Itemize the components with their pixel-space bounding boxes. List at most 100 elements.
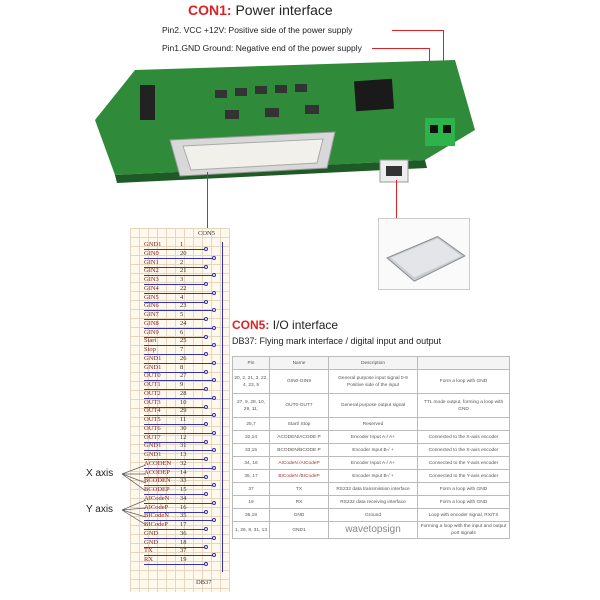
pin-contact	[204, 404, 208, 409]
pin-number: 24	[180, 319, 187, 327]
pin-number: 29	[180, 407, 187, 415]
pin-number: 15	[180, 486, 187, 493]
pin-number: 18	[180, 538, 187, 546]
pin-number: 27	[180, 372, 187, 380]
description-cell: Encoder Input B-/ +	[328, 469, 418, 483]
pin-contact	[212, 413, 216, 418]
pin-wire	[144, 467, 214, 469]
pin-number: 21	[180, 267, 187, 275]
name-cell: GIN0-GIN9	[269, 369, 329, 394]
pin2-label: Pin2. VCC +12V: Positive side of the pow…	[162, 25, 353, 35]
table-header: Pin	[232, 356, 270, 370]
pin-signal: OUT3	[144, 398, 161, 406]
pin-wire	[144, 310, 214, 312]
pin-contact	[204, 317, 208, 321]
name-cell: RX	[269, 495, 329, 509]
pin-number: 17	[180, 521, 187, 528]
pin-number: 11	[180, 416, 187, 423]
pin-wire	[144, 424, 206, 425]
pin-contact	[204, 387, 208, 391]
name-cell: OUT0-OUT7	[269, 393, 329, 418]
pin-cell: 33,15	[232, 443, 270, 457]
pin-number: 28	[180, 389, 187, 397]
pin-number: 4	[180, 293, 184, 301]
pin-number: 25	[180, 337, 187, 345]
note-cell: Loop with encoder signal, RX/TX	[417, 508, 510, 522]
pin-contact	[204, 544, 208, 549]
pin-signal: GIN2	[144, 267, 159, 275]
con1-title: CON1: Power interface	[188, 2, 333, 18]
pin-contact	[212, 325, 216, 330]
pin-signal: Start	[144, 337, 157, 345]
pin-number: 20	[180, 249, 187, 257]
pin1-label: Pin1.GND Ground: Negative end of the pow…	[162, 43, 362, 53]
schematic-pin-row: Start 25	[144, 337, 228, 348]
note-cell: Connected to the Y-axis encoder	[417, 456, 510, 470]
pin-signal: OUT7	[144, 433, 161, 441]
pin-number: 34	[180, 494, 187, 502]
pin-number: 19	[180, 556, 187, 563]
x-axis-label: X axis	[86, 468, 114, 479]
pin-number: 3	[180, 276, 184, 283]
pin-signal: GIN0	[144, 249, 159, 257]
pin-contact	[212, 343, 216, 348]
pin-contact	[212, 483, 216, 488]
pin-wire	[144, 354, 206, 355]
pin-wire	[144, 432, 214, 434]
pin-contact	[212, 465, 216, 470]
pin-signal: AICodeP	[144, 503, 169, 511]
schematic-pin-row: BICodeP 17	[144, 521, 228, 531]
pin-contact	[212, 553, 216, 558]
pin-signal: OUT4	[144, 407, 161, 415]
pin-signal: GIN9	[144, 328, 159, 336]
pin-wire	[144, 520, 214, 522]
pin-signal: GIN7	[144, 311, 159, 318]
pin-signal: BICodeN	[144, 512, 169, 520]
pin-contact	[212, 395, 216, 400]
name-cell: TX	[269, 482, 329, 496]
pin-contact	[212, 255, 216, 260]
pin-signal: Stop	[144, 346, 156, 353]
pin-contact	[212, 518, 216, 523]
pin-signal: BCODEN	[144, 477, 171, 485]
pin-number: 23	[180, 302, 187, 310]
pin-wire	[144, 485, 214, 487]
pin-wire	[144, 362, 214, 364]
name-cell: GND1	[269, 521, 329, 539]
pin-signal: GIN8	[144, 319, 159, 327]
pin-cell: 37	[232, 482, 270, 496]
pin-signal: ACODEP	[144, 468, 171, 476]
pin-contact	[204, 562, 208, 566]
controller-board-photo	[95, 60, 475, 183]
name-cell: BCODEN/BCODE P	[269, 443, 329, 457]
description-cell: wavetopsign	[328, 521, 418, 539]
table-header: Description	[328, 356, 418, 370]
pin-wire	[144, 266, 206, 268]
pin-signal: OUT0	[144, 372, 161, 380]
pin-number: 7	[180, 346, 184, 353]
pin-wire	[144, 327, 214, 329]
pin-wire	[144, 275, 214, 277]
pin-signal: BICodeP	[144, 521, 168, 528]
pin-contact	[204, 474, 208, 479]
name-cell: ACODEN/ACODE P	[269, 430, 329, 444]
pin-number: 32	[180, 459, 187, 467]
pin-wire	[144, 284, 206, 285]
pin-contact	[204, 352, 208, 356]
pin-signal: TX	[144, 547, 153, 555]
pin-cell: 19	[232, 495, 270, 509]
table-header	[417, 356, 510, 370]
pin-number: 30	[180, 424, 187, 432]
pin-wire	[144, 529, 206, 530]
pin-number: 33	[180, 477, 187, 485]
note-cell: Form a loop with GND	[417, 369, 510, 394]
